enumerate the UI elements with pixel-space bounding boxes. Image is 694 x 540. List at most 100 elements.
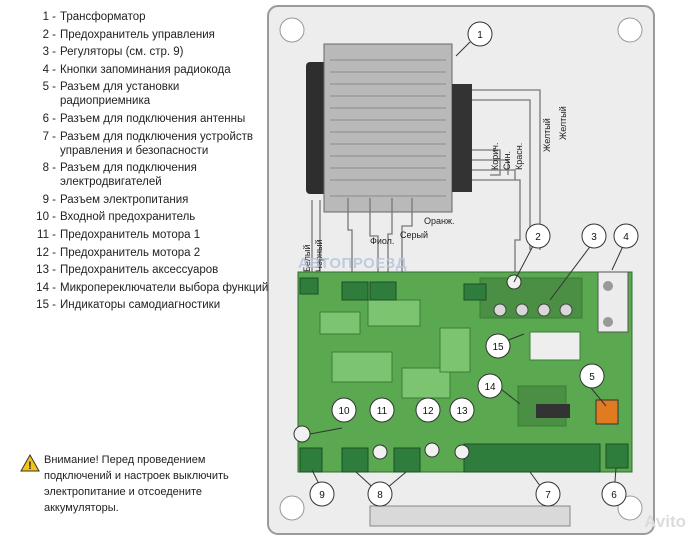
svg-text:10: 10 <box>338 406 350 417</box>
enclosure-screw <box>279 17 305 43</box>
callout-7: 7 <box>535 481 561 507</box>
legend-number: 3 - <box>42 46 56 59</box>
legend-item: 10 - Входной предохранитель <box>20 210 270 224</box>
svg-text:7: 7 <box>545 490 551 501</box>
svg-text:12: 12 <box>422 406 434 417</box>
legend-number: 4 - <box>42 63 56 76</box>
legend-text: Трансформатор <box>60 11 146 23</box>
legend-number: 8 - <box>42 162 56 175</box>
legend-text: Предохранитель мотора 1 <box>60 228 201 241</box>
watermark: АВТОПРОЕЗД <box>298 255 407 272</box>
legend-text: Разъем для установки радиоприемника <box>60 81 180 108</box>
legend-item: 15 - Индикаторы самодиагностики <box>20 298 270 312</box>
svg-text:15: 15 <box>492 342 504 353</box>
legend-item: 3 - Регуляторы (см. стр. 9) <box>20 45 270 59</box>
dip-switches <box>536 404 570 418</box>
radio-code-button <box>603 281 613 291</box>
svg-text:8: 8 <box>377 490 383 501</box>
enclosure-screw <box>617 495 643 521</box>
wiring <box>311 89 541 280</box>
svg-text:2: 2 <box>535 232 541 243</box>
legend-item: 7 - Разъем для подключения устройств упра… <box>20 130 270 158</box>
legend-text: Предохранитель управления <box>60 28 215 41</box>
svg-text:14: 14 <box>484 382 496 393</box>
callout-12: 12 <box>415 397 441 423</box>
svg-text:9: 9 <box>319 490 325 501</box>
svg-text:6: 6 <box>611 490 617 501</box>
callout-2: 2 <box>525 223 551 249</box>
legend-item: 5 - Разъем для установки радиоприемника <box>20 80 270 108</box>
callout-6: 6 <box>601 481 627 507</box>
enclosure-screw <box>617 17 643 43</box>
legend-number: 13 - <box>36 264 56 277</box>
callout-leaders <box>309 41 625 495</box>
legend-text: Разъем для подключения антенны <box>60 112 246 125</box>
wire-label-brown: Корич. <box>490 143 500 170</box>
legend-number: 14 - <box>36 281 56 294</box>
radio-code-buttons <box>597 271 629 333</box>
enclosure-screw <box>279 495 305 521</box>
wire-label-gray: Серый <box>400 230 428 240</box>
legend-item: 4 - Кнопки запоминания радиокода <box>20 63 270 77</box>
legend-text: Индикаторы самодиагностики <box>60 299 221 312</box>
legend-text: Предохранитель аксессуаров <box>60 264 219 277</box>
legend-text: Регуляторы (см. стр. 9) <box>60 46 184 59</box>
legend-number: 15 - <box>36 299 56 312</box>
callout-15: 15 <box>485 333 511 359</box>
legend-item: 8 - Разъем для подключения электродвигате… <box>20 161 270 189</box>
wire-label-white: Белый <box>302 245 312 272</box>
legend-text: Входной предохранитель <box>60 211 196 224</box>
legend-number: 9 - <box>42 193 56 206</box>
radio-code-button <box>603 317 613 327</box>
legend-item: 6 - Разъем для подключения антенны <box>20 112 270 126</box>
legend-number: 7 - <box>42 130 56 143</box>
legend-item: 1 - Трансформатор <box>20 10 270 24</box>
svg-text:5: 5 <box>589 372 595 383</box>
legend-text: Разъем для подключения устройств управле… <box>60 130 253 157</box>
callout-5: 5 <box>579 363 605 389</box>
warning-note: ! Внимание! Перед проведением подключени… <box>20 452 264 516</box>
cable-entry-slot <box>369 505 571 527</box>
legend-number: 12 - <box>36 246 56 259</box>
radio-receiver-slot <box>595 399 619 425</box>
callouts: 1 2 3 4 5 6 7 8 9 10 11 12 13 14 15 <box>309 21 639 507</box>
callout-9: 9 <box>309 481 335 507</box>
legend-number: 6 - <box>42 112 56 125</box>
callout-4: 4 <box>613 223 639 249</box>
legend-text: Предохранитель мотора 2 <box>60 246 201 259</box>
callout-14: 14 <box>477 373 503 399</box>
legend-item: 9 - Разъем электропитания <box>20 193 270 207</box>
wire-label-black: Черный <box>314 240 324 272</box>
wire-label-violet: Фиол. <box>370 236 394 246</box>
callout-13: 13 <box>449 397 475 423</box>
legend-number: 11 - <box>37 228 56 241</box>
legend-number: 5 - <box>42 81 56 94</box>
legend-text: Микропереключатели выбора функций <box>60 281 269 294</box>
legend-number: 10 - <box>36 211 56 224</box>
legend-item: 14 - Микропереключатели выбора функций <box>20 281 270 295</box>
transformer <box>306 43 472 213</box>
legend-number: 1 - <box>42 11 56 23</box>
legend-item: 2 - Предохранитель управления <box>20 28 270 42</box>
wire-label-orange: Оранж. <box>424 216 455 226</box>
warning-icon: ! <box>20 454 40 472</box>
legend-item: 11 - Предохранитель мотора 1 <box>20 228 270 242</box>
fuses <box>293 274 522 460</box>
warning-text: Внимание! Перед проведением подключений … <box>44 454 229 514</box>
callout-1: 1 <box>467 21 493 47</box>
legend: 1 - Трансформатор 2 - Предохранитель управл… <box>20 10 270 316</box>
callout-3: 3 <box>581 223 607 249</box>
legend-text: Разъем для подключения электродвигателей <box>60 162 197 189</box>
callout-10: 10 <box>331 397 357 423</box>
wire-label-blue: Син. <box>502 151 512 170</box>
svg-text:!: ! <box>28 460 32 472</box>
legend-number: 2 - <box>42 28 56 41</box>
legend-item: 13 - Предохранитель аксессуаров <box>20 263 270 277</box>
regulators <box>493 303 573 317</box>
legend-text: Разъем электропитания <box>60 193 189 206</box>
wire-label-yellow-2: Желтый <box>558 106 568 140</box>
wire-label-red: Красн. <box>514 143 524 170</box>
legend-text: Кнопки запоминания радиокода <box>60 63 231 76</box>
svg-text:3: 3 <box>591 232 597 243</box>
